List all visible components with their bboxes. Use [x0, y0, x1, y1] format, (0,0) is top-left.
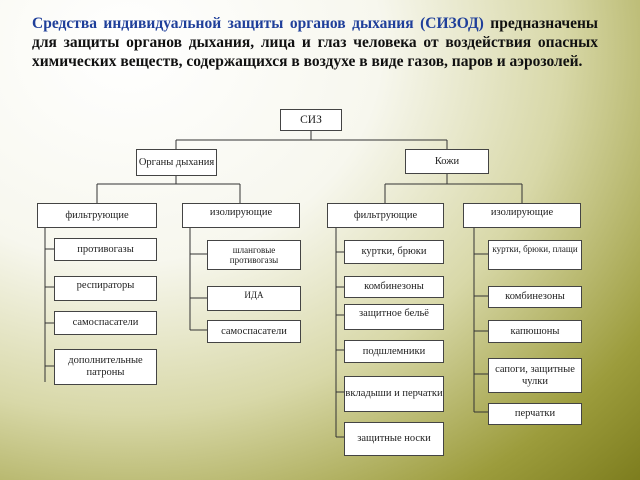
leaf-resp-isolating-hose-masks: шланговые противогазы [207, 240, 301, 270]
leaf-skin-isolating-jackets-cloaks: куртки, брюки, плащи [488, 240, 582, 270]
node-skin-filtering: фильтрующие [327, 203, 444, 228]
leaf-resp-filtering-gas-masks: противогазы [54, 238, 157, 261]
leaf-resp-isolating-ida: ИДА [207, 286, 301, 311]
leaf-skin-isolating-overalls: комбинезоны [488, 286, 582, 308]
node-skin-isolating: изолирующие [463, 203, 581, 228]
leaf-skin-filtering-balaclavas: подшлемники [344, 340, 444, 363]
leaf-skin-filtering-overalls: комбинезоны [344, 276, 444, 298]
intro-rest: предназначены для защиты органов дыхания… [32, 15, 598, 70]
node-resp-filtering: фильтрующие [37, 203, 157, 228]
leaf-skin-filtering-socks: защитные носки [344, 422, 444, 456]
leaf-skin-filtering-inserts-gloves: вкладыши и перчатки [344, 376, 444, 412]
node-respiratory: Органы дыхания [136, 149, 217, 176]
leaf-resp-isolating-self-rescuers: самоспасатели [207, 320, 301, 343]
leaf-skin-isolating-boots-stockings: сапоги, защитные чулки [488, 358, 582, 393]
leaf-resp-filtering-self-rescuers: самоспасатели [54, 311, 157, 335]
leaf-skin-isolating-gloves: перчатки [488, 403, 582, 425]
node-siz: СИЗ [280, 109, 342, 131]
node-resp-isolating: изолирующие [182, 203, 300, 228]
leaf-skin-filtering-underwear: защитное бельё [344, 304, 444, 330]
leaf-resp-filtering-respirators: респираторы [54, 276, 157, 301]
node-skin: Кожи [405, 149, 489, 174]
leaf-skin-filtering-jackets: куртки, брюки [344, 240, 444, 264]
leaf-skin-isolating-hoods: капюшоны [488, 320, 582, 343]
intro-lead: Средства индивидуальной защиты органов д… [32, 15, 484, 32]
leaf-resp-filtering-cartridges: дополнительные патроны [54, 349, 157, 385]
intro-paragraph: Средства индивидуальной защиты органов д… [32, 14, 598, 71]
